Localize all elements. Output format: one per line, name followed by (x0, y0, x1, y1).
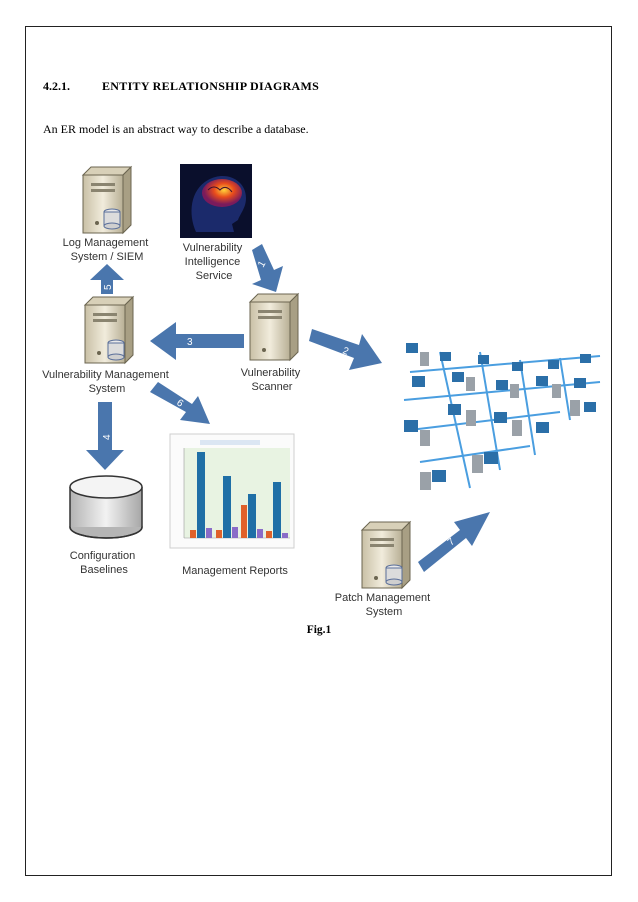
svg-text:5: 5 (103, 284, 114, 290)
log-management-server (82, 166, 132, 234)
arrow-1: 1 (252, 244, 283, 292)
patch-management-label: Patch Management System (335, 592, 433, 618)
arrow-2: 2 (309, 329, 382, 370)
vuln-management-server (84, 296, 134, 364)
arrow-3: 3 (150, 322, 244, 360)
intelligence-label: Vulnerability Intelligence Service (183, 242, 246, 282)
baselines-database (69, 475, 143, 539)
svg-text:7: 7 (446, 536, 458, 548)
log-management-label: Log Management System / SIEM (63, 237, 152, 263)
svg-text:2: 2 (341, 345, 350, 357)
arrow-7: 7 (418, 512, 490, 572)
section-title: ENTITY RELATIONSHIP DIAGRAMS (102, 79, 320, 93)
intro-paragraph: An ER model is an abstract way to descri… (43, 122, 309, 136)
scanner-server (249, 293, 299, 361)
arrow-5: 5 (90, 264, 124, 294)
patch-management-server (361, 521, 411, 589)
intelligence-brain-image (180, 164, 252, 238)
svg-text:4: 4 (102, 434, 113, 440)
figure-caption: Fig.1 (306, 624, 332, 636)
svg-text:6: 6 (174, 397, 185, 409)
arrow-4: 4 (86, 402, 124, 470)
page-frame (25, 26, 612, 876)
svg-text:1: 1 (256, 259, 269, 270)
section-number: 4.2.1. (43, 79, 70, 93)
arrow-6: 6 (150, 382, 210, 424)
scanner-label: Vulnerability Scanner (241, 367, 304, 393)
network-image (396, 330, 602, 498)
svg-text:3: 3 (187, 337, 193, 348)
reports-label: Management Reports (182, 565, 288, 577)
reports-chart-image (169, 433, 295, 549)
baselines-label: Configuration Baselines (70, 550, 139, 576)
vuln-management-label: Vulnerability Management System (42, 369, 172, 395)
